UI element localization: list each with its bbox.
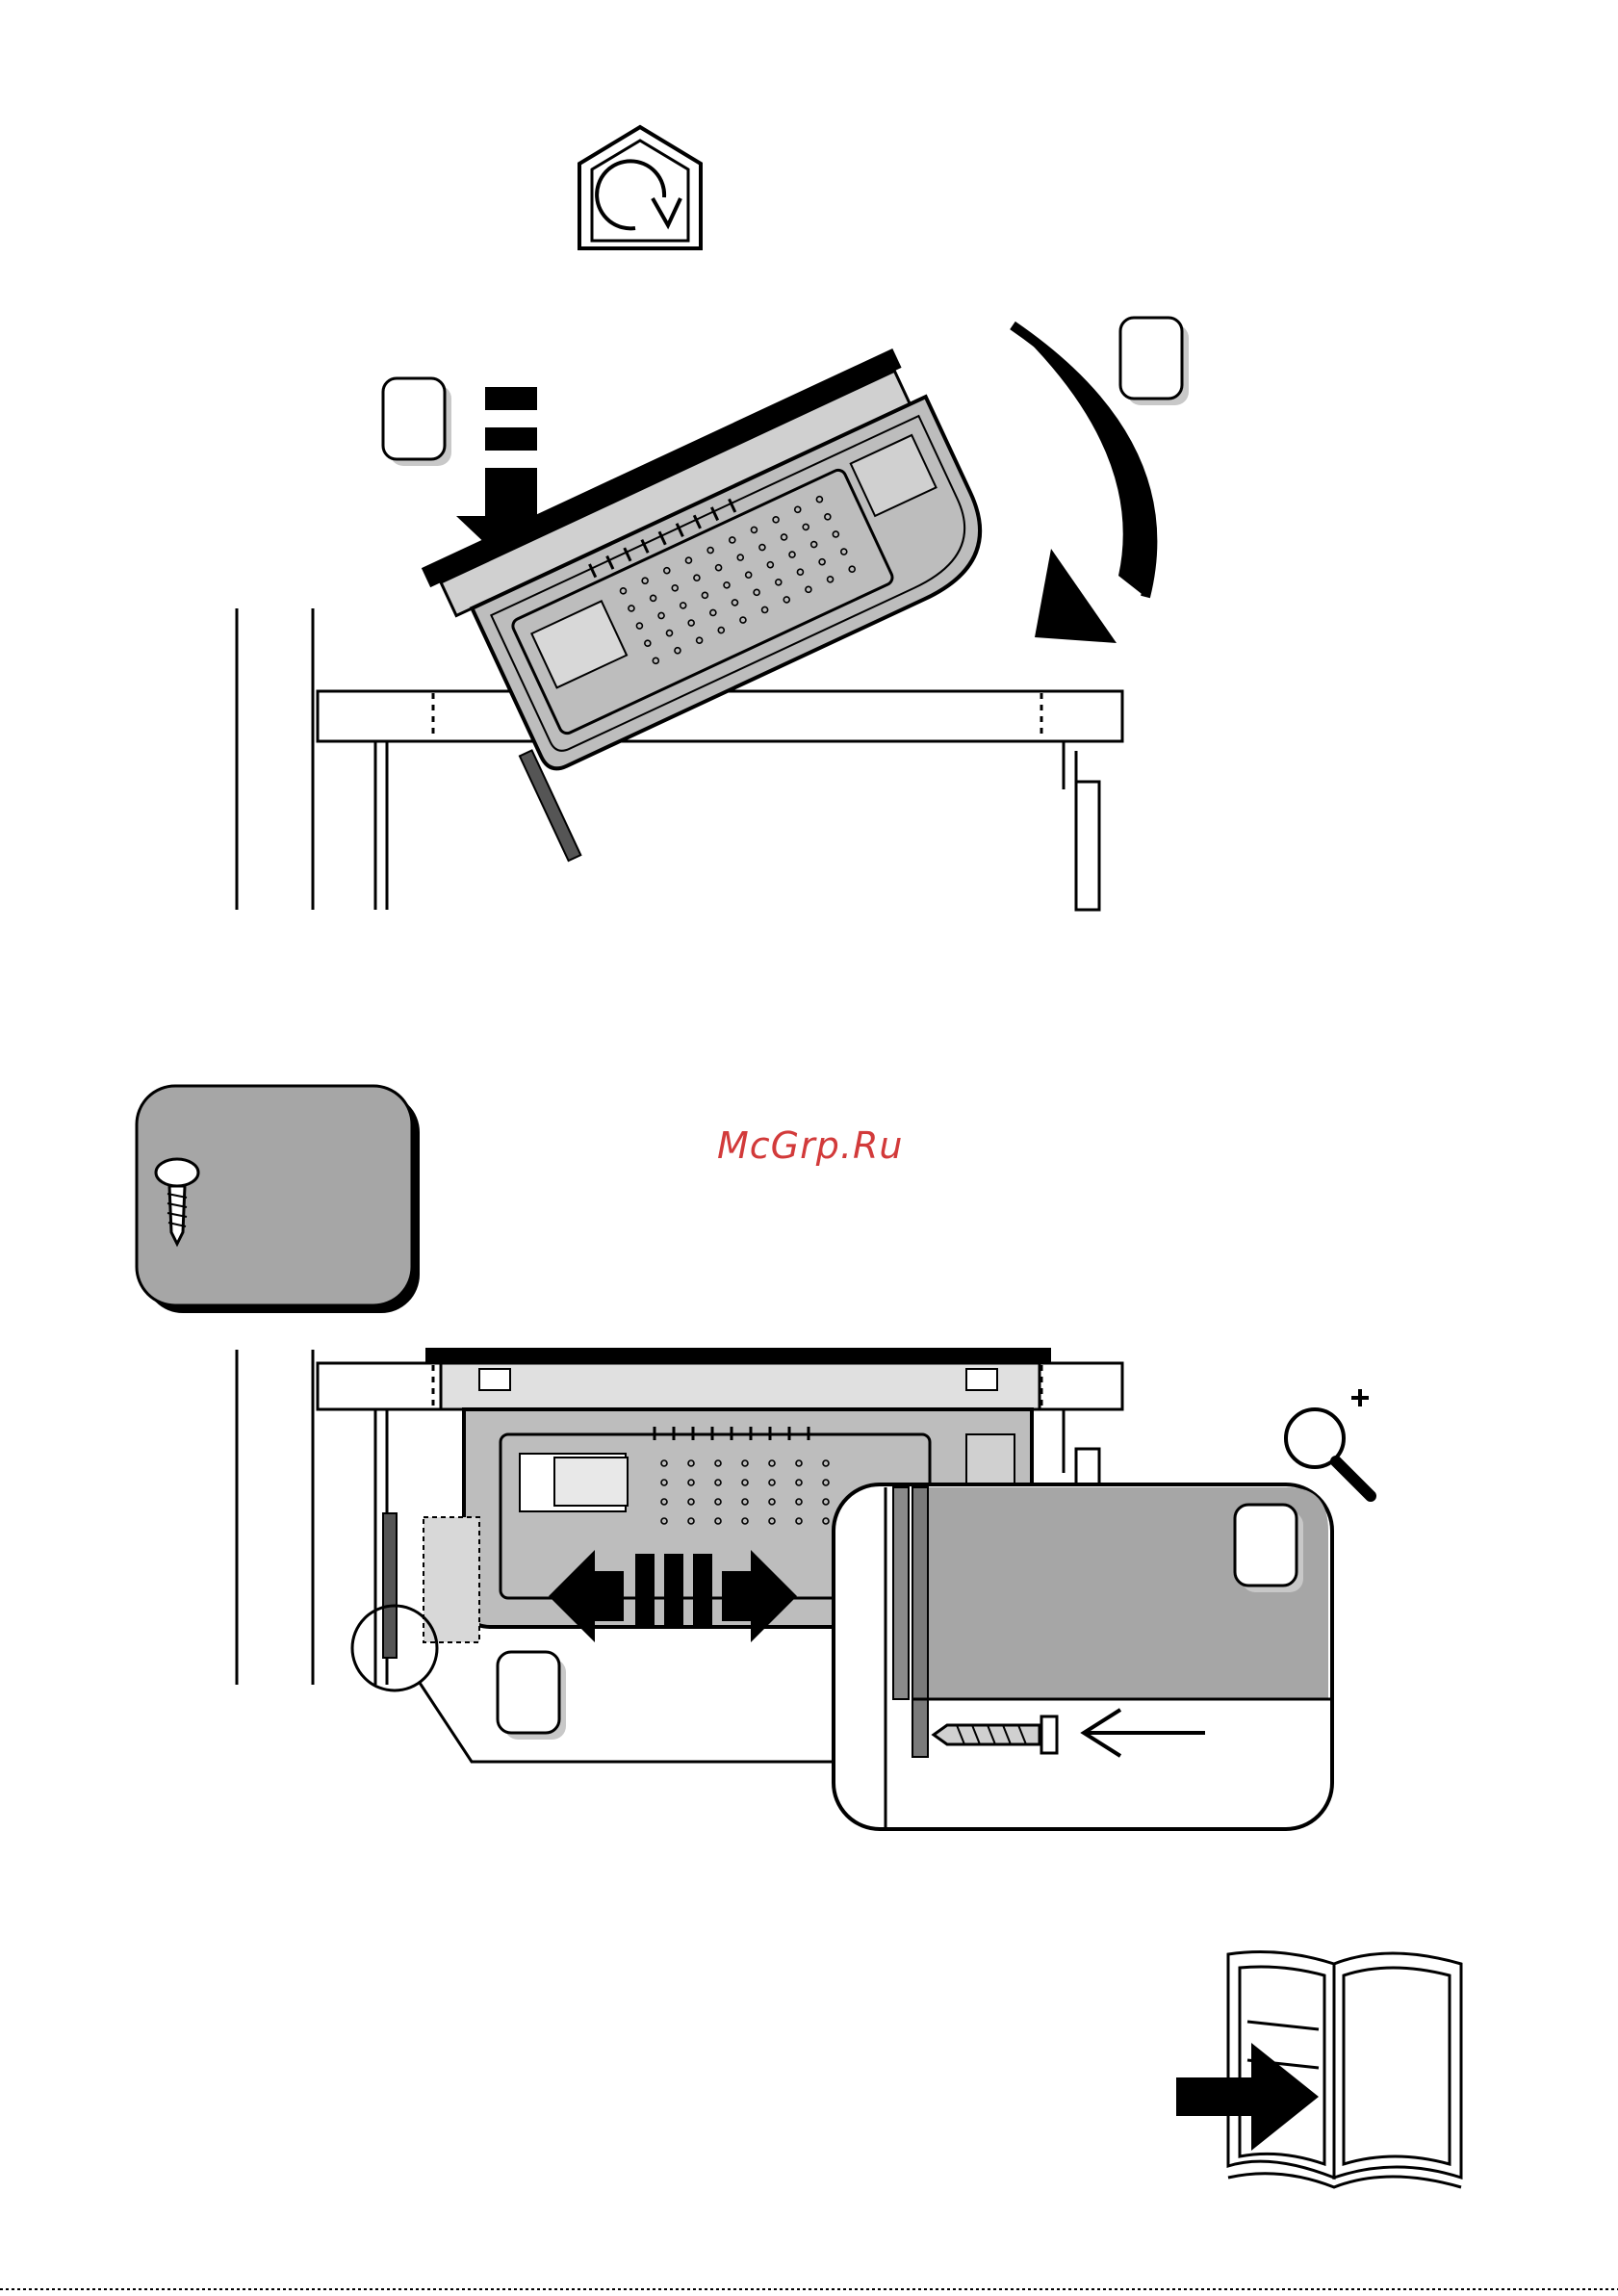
screw-panel (137, 1086, 420, 1313)
callout-circle (498, 1652, 566, 1740)
callout-curve-arrow (1120, 318, 1189, 405)
zoom-in-icon (1286, 1389, 1371, 1496)
open-book-arrow-icon (1176, 1952, 1461, 2187)
watermark: McGrp.Ru (717, 1124, 903, 1167)
hob-tilted (422, 345, 1040, 865)
detail-panel (834, 1484, 1332, 1829)
worktop (318, 691, 1122, 741)
callout-down-arrow (383, 378, 451, 466)
house-rotate-icon (579, 127, 701, 248)
callout-detail (1235, 1505, 1303, 1592)
